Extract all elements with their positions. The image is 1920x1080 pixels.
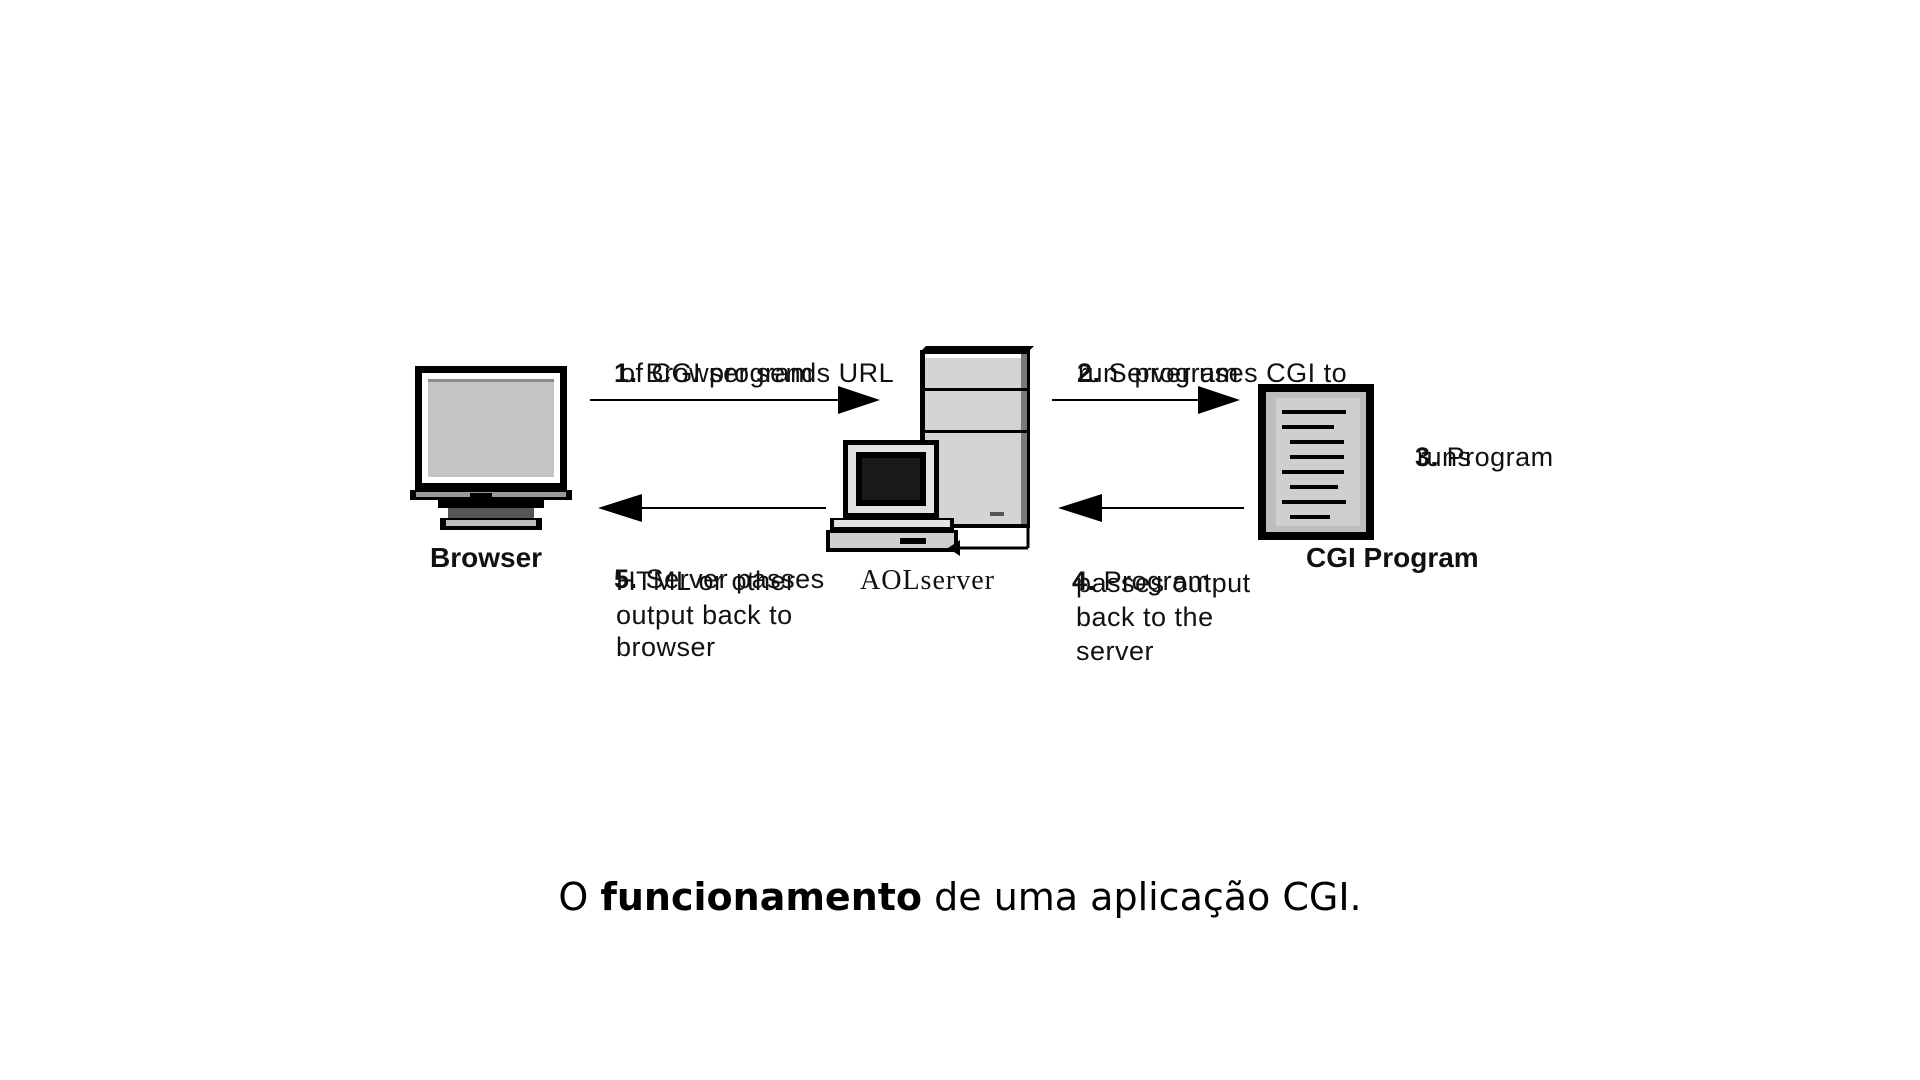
server-label: AOLserver	[860, 565, 995, 596]
monitor-icon	[410, 366, 572, 530]
step-4-line-3: back to the	[1076, 602, 1214, 632]
server-tower-icon	[826, 346, 1034, 556]
step-2-number: 2.	[1077, 358, 1101, 388]
step-4-line-4: server	[1076, 636, 1155, 666]
step-5-line-3: output back to	[616, 600, 793, 630]
step-3: 3. Program	[1383, 406, 1554, 508]
step-4: 4. Program	[1040, 530, 1211, 632]
arrow-4	[1058, 494, 1244, 522]
step-2: 2. Server uses CGI to	[1045, 322, 1347, 424]
step-1-line-2: of CGI program	[620, 358, 814, 388]
cgi-program-label: CGI Program	[1306, 542, 1479, 573]
step-5: 5. Server passes	[582, 528, 825, 630]
caption-suffix: de uma aplicação CGI.	[922, 875, 1362, 919]
step-3-line-2: runs	[1417, 442, 1472, 472]
step-4-number: 4.	[1072, 566, 1096, 596]
arrow-5	[598, 494, 826, 522]
step-4-line-1: Program	[1103, 566, 1211, 596]
step-3-number: 3.	[1415, 442, 1439, 472]
arrow-2	[1052, 386, 1240, 414]
browser-label: Browser	[430, 542, 543, 573]
step-1: 1. Browser sends URL	[582, 322, 894, 424]
step-5-line-2: HTML or other	[616, 566, 796, 596]
step-1-line-1: Browser sends URL	[645, 358, 895, 388]
document-icon	[1258, 384, 1374, 540]
arrow-1	[590, 386, 880, 414]
step-2-line-2: run program	[1078, 358, 1239, 388]
step-5-line-1: Server passes	[645, 564, 825, 594]
step-1-number: 1.	[614, 358, 638, 388]
caption-prefix: O	[558, 875, 601, 919]
step-5-line-4: browser	[616, 632, 716, 662]
step-5-number: 5.	[614, 564, 638, 594]
step-3-line-1: Program	[1446, 442, 1554, 472]
step-2-line-1: Server uses CGI to	[1108, 358, 1348, 388]
figure-caption: O funcionamento de uma aplicação CGI.	[0, 875, 1920, 919]
step-4-line-2: passes output	[1076, 568, 1251, 598]
caption-bold: funcionamento	[600, 875, 923, 919]
